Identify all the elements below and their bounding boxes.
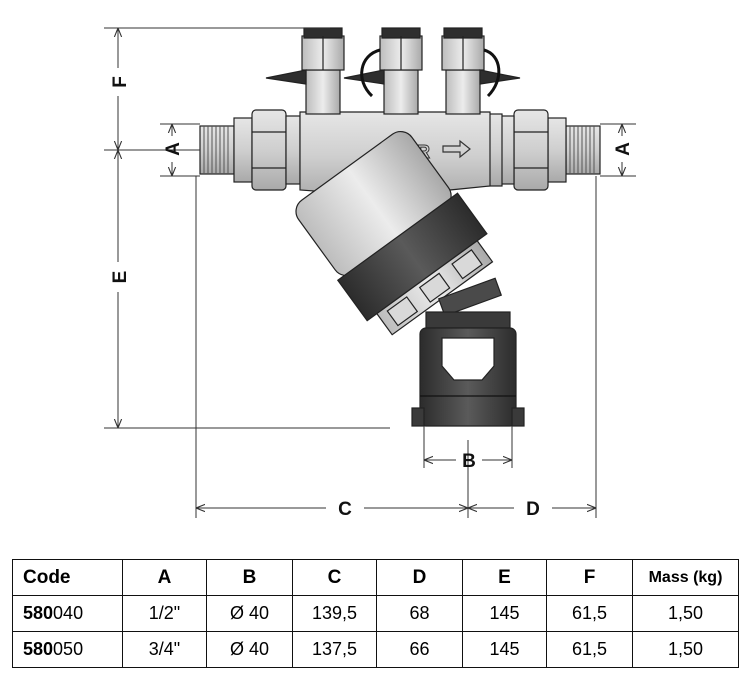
cell-c: 139,5 <box>292 595 377 632</box>
header-c: C <box>292 559 377 596</box>
code-prefix: 580 <box>23 603 54 623</box>
cell-mass: 1,50 <box>632 595 739 632</box>
code-suffix: 040 <box>53 603 84 623</box>
code-suffix: 050 <box>53 639 84 659</box>
cell-c: 137,5 <box>292 631 377 668</box>
cell-a: 3/4" <box>122 631 207 668</box>
cell-f: 61,5 <box>546 631 633 668</box>
cell-d: 66 <box>376 631 463 668</box>
cell-e: 145 <box>462 631 547 668</box>
header-mass: Mass (kg) <box>632 559 739 596</box>
dim-label-e: E <box>110 271 131 284</box>
dimensions-table: Code A B C D E F Mass (kg) 580040 1/2" Ø… <box>12 559 739 668</box>
dim-label-d: D <box>526 499 540 520</box>
cell-b: Ø 40 <box>206 631 293 668</box>
cell-f: 61,5 <box>546 595 633 632</box>
dim-label-a-right: A <box>613 142 634 156</box>
table-row: 580050 3/4" Ø 40 137,5 66 145 61,5 1,50 <box>12 631 739 668</box>
header-d: D <box>376 559 463 596</box>
header-b: B <box>206 559 293 596</box>
cell-b: Ø 40 <box>206 595 293 632</box>
header-e: E <box>462 559 547 596</box>
table-header-row: Code A B C D E F Mass (kg) <box>12 559 739 596</box>
cell-d: 68 <box>376 595 463 632</box>
cell-a: 1/2" <box>122 595 207 632</box>
dim-label-c: C <box>338 499 352 520</box>
cell-code: 580040 <box>12 595 123 632</box>
valve-body: CR <box>199 27 601 427</box>
code-prefix: 580 <box>23 639 54 659</box>
dim-label-f: F <box>110 76 131 88</box>
table-row: 580040 1/2" Ø 40 139,5 68 145 61,5 1,50 <box>12 595 739 632</box>
cell-code: 580050 <box>12 631 123 668</box>
valve-dimension-drawing: CR <box>104 27 636 520</box>
header-code: Code <box>12 559 123 596</box>
cell-mass: 1,50 <box>632 631 739 668</box>
header-f: F <box>546 559 633 596</box>
dimension-lines <box>104 27 636 518</box>
header-a: A <box>122 559 207 596</box>
dim-label-b: B <box>462 451 476 472</box>
dim-label-a-left: A <box>163 142 184 156</box>
cell-e: 145 <box>462 595 547 632</box>
